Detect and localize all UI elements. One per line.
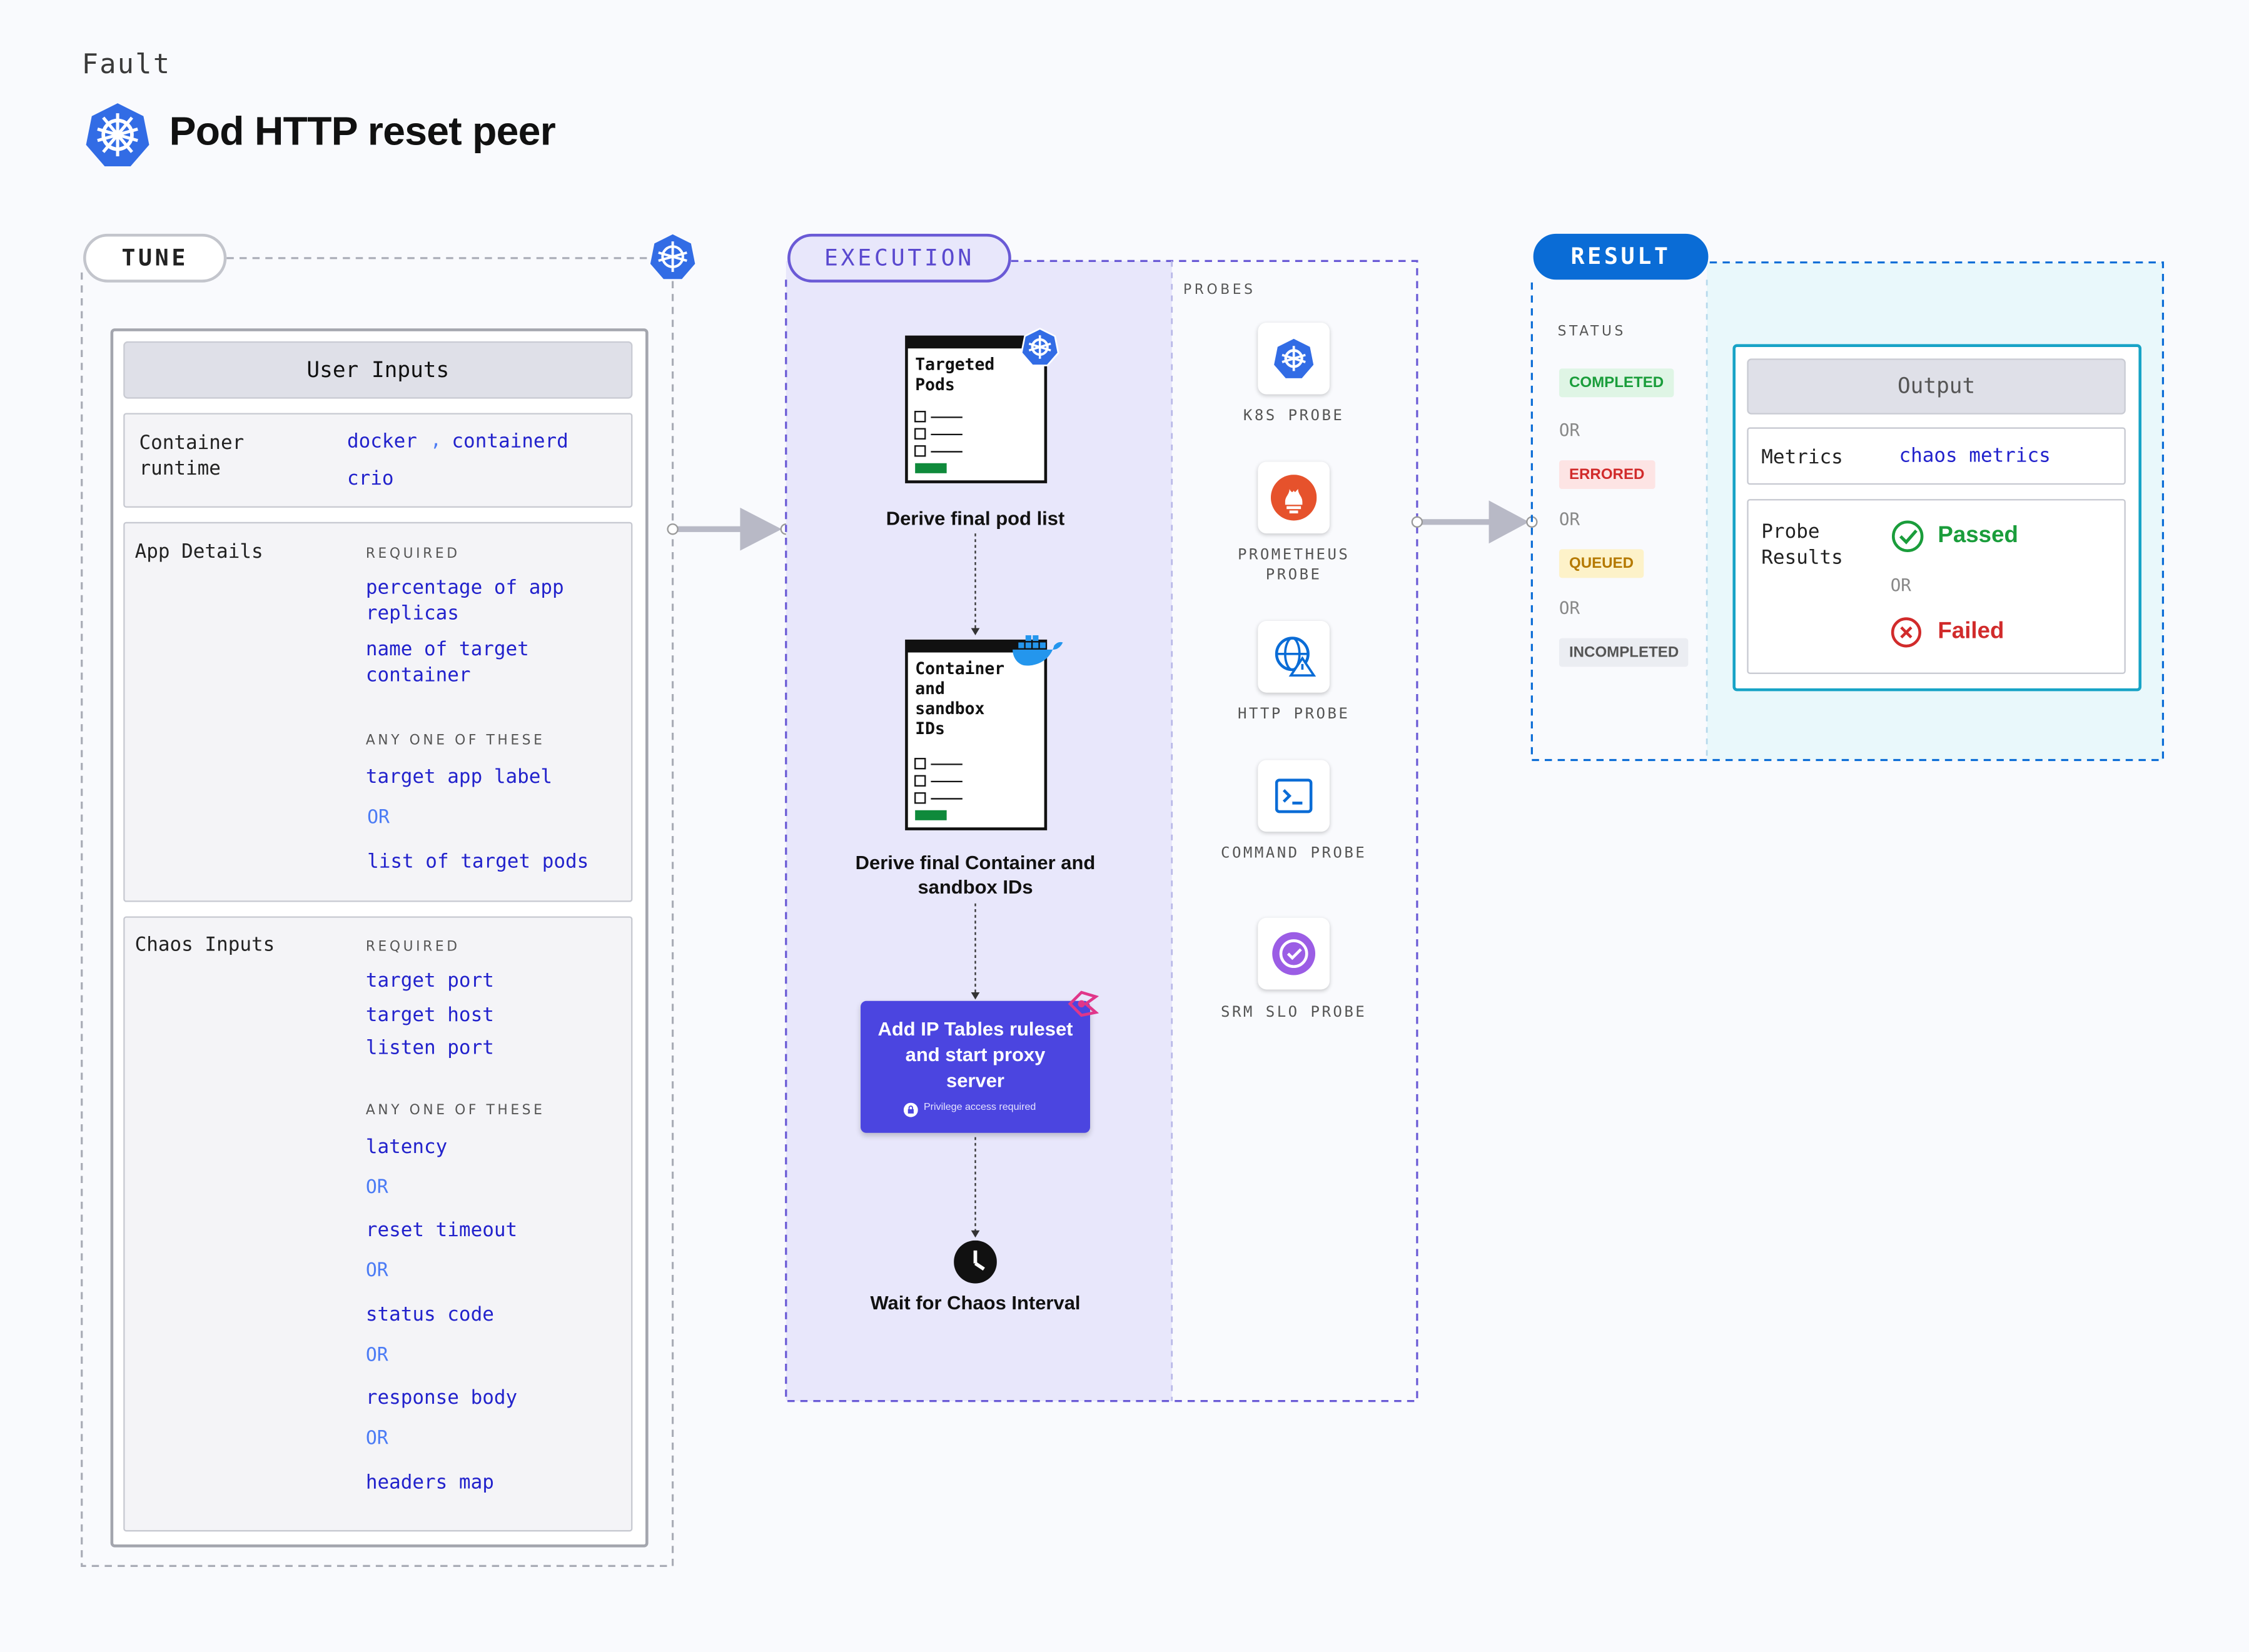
- chaos-any-item: status code: [365, 1303, 494, 1327]
- chaos-any-item: latency: [365, 1136, 448, 1159]
- app-required-item: percentage of app replicas: [365, 576, 564, 625]
- probe-results-label: Probe Results: [1761, 520, 1843, 570]
- failed-label: Failed: [1938, 619, 2004, 644]
- or-separator: OR: [365, 1428, 388, 1450]
- probes-heading: PROBES: [1183, 282, 1256, 299]
- metrics-value: chaos metrics: [1899, 444, 2051, 468]
- probe-tile: [1258, 461, 1330, 534]
- chaos-any-item: reset timeout: [365, 1219, 518, 1242]
- check-circle-icon: [1891, 520, 1924, 552]
- kubernetes-icon: [650, 234, 695, 280]
- probe-label: SRM SLO PROBE: [1221, 1004, 1367, 1021]
- iptables-card: Add IP Tables ruleset and start proxy se…: [861, 1000, 1090, 1133]
- chaos-any-item: response body: [365, 1386, 518, 1410]
- app-any-heading: ANY ONE OF THESE: [365, 732, 545, 749]
- metrics-label: Metrics: [1761, 446, 1843, 469]
- result-label: RESULT: [1533, 233, 1709, 280]
- app-any-item: list of target pods: [367, 850, 589, 874]
- status-badge-incompleted: INCOMPLETED: [1559, 638, 1689, 667]
- tune-label: TUNE: [83, 233, 227, 283]
- kubernetes-icon: [1274, 338, 1314, 378]
- or-separator: OR: [1890, 575, 1911, 595]
- status-badge-errored: ERRORED: [1559, 460, 1655, 490]
- x-circle-icon: [1891, 617, 1922, 648]
- probe-label: HTTP PROBE: [1237, 705, 1350, 723]
- fault-kicker: Fault: [81, 48, 171, 81]
- chaos-any-heading: ANY ONE OF THESE: [365, 1102, 545, 1119]
- kubernetes-icon: [1020, 328, 1059, 366]
- step-caption: Derive final Container and sandbox IDs: [855, 852, 1096, 898]
- container-ids-doc: Container and sandbox IDs: [905, 639, 1048, 830]
- doc-title: Targeted Pods: [915, 354, 995, 395]
- app-any-item: target app label: [365, 765, 553, 789]
- probe-results-box: [1747, 499, 2126, 674]
- privilege-note: Privilege access required: [923, 1102, 1036, 1113]
- chaos-inputs-label: Chaos Inputs: [134, 934, 275, 957]
- docker-icon: [1013, 635, 1063, 666]
- checklist-icon: [914, 758, 963, 820]
- status-heading: STATUS: [1557, 324, 1626, 340]
- terminal-icon: [1275, 778, 1313, 813]
- probe-tile: [1258, 760, 1330, 832]
- output-title: Output: [1747, 358, 2126, 415]
- chaos-inputs-box: [123, 916, 633, 1532]
- status-badge-completed: COMPLETED: [1559, 368, 1674, 398]
- app-details-box: [123, 521, 633, 902]
- app-required-item: name of target container: [365, 638, 529, 687]
- passed-label: Passed: [1938, 523, 2018, 548]
- runtime-docker: docker: [347, 430, 417, 453]
- kubernetes-icon: [86, 103, 149, 167]
- app-required-heading: REQUIRED: [365, 546, 460, 563]
- step-caption: Wait for Chaos Interval: [870, 1292, 1081, 1314]
- status-badge-queued: QUEUED: [1559, 549, 1644, 578]
- runtime-crio: crio: [347, 467, 394, 491]
- chaos-required-item: target port: [365, 969, 494, 993]
- srm-slo-icon: [1272, 932, 1316, 975]
- probe-tile: [1258, 917, 1330, 990]
- prometheus-icon: [1270, 475, 1317, 521]
- probe-label: PROMETHEUS PROBE: [1237, 546, 1350, 584]
- runtime-separator: ,: [430, 430, 442, 452]
- runtime-containerd: containerd: [452, 430, 569, 453]
- user-inputs-title: User Inputs: [123, 341, 633, 399]
- chaos-required-heading: REQUIRED: [365, 939, 460, 955]
- probe-label: COMMAND PROBE: [1221, 844, 1367, 862]
- or-separator: OR: [365, 1260, 388, 1282]
- execution-label: EXECUTION: [787, 233, 1011, 283]
- or-separator: OR: [1559, 420, 1580, 441]
- container-runtime-label: Container runtime: [139, 431, 245, 481]
- chaos-any-item: headers map: [365, 1471, 494, 1494]
- or-separator: OR: [1559, 598, 1580, 618]
- globe-icon: [1275, 637, 1317, 677]
- metrics-row: [1747, 427, 2126, 485]
- doc-title: Container and sandbox IDs: [915, 658, 1005, 739]
- or-separator: OR: [365, 1177, 388, 1199]
- lock-icon: [903, 1102, 918, 1117]
- clock-icon: [954, 1240, 997, 1284]
- or-separator: OR: [1559, 509, 1580, 530]
- container-runtime-box: [123, 413, 633, 508]
- chaos-icon: [1068, 990, 1099, 1017]
- checklist-icon: [914, 411, 963, 473]
- or-separator: OR: [365, 1345, 388, 1367]
- card-title: Add IP Tables ruleset and start proxy se…: [877, 1018, 1073, 1092]
- probe-tile: [1258, 323, 1330, 395]
- or-separator: OR: [367, 807, 390, 829]
- app-details-label: App Details: [134, 540, 263, 564]
- targeted-pods-doc: Targeted Pods: [905, 335, 1048, 483]
- probe-tile: [1258, 621, 1330, 693]
- chaos-required-item: target host: [365, 1004, 494, 1027]
- page-title: Pod HTTP reset peer: [169, 109, 556, 154]
- chaos-required-item: listen port: [365, 1037, 494, 1060]
- probe-label: K8S PROBE: [1243, 407, 1345, 425]
- step-caption: Derive final pod list: [886, 507, 1065, 530]
